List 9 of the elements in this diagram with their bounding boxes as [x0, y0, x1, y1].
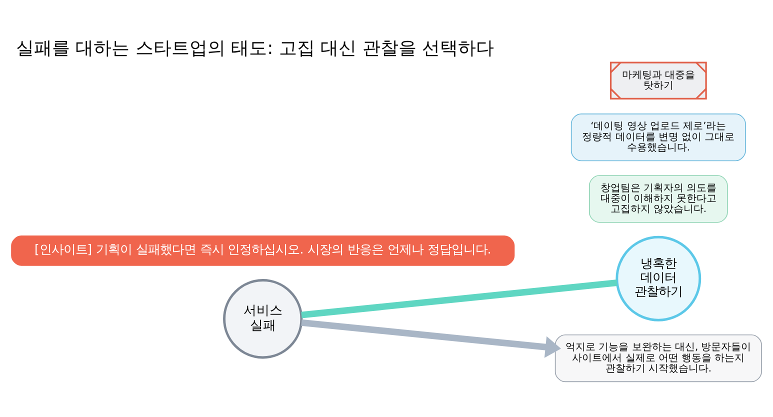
node-box: ‘데이팅 영상 업로드 제로’라는 정량적 데이터를 변명 없이 그대로 수용했습니다. — [570, 113, 746, 161]
connector — [301, 279, 618, 318]
arrow — [301, 318, 561, 358]
node-circle: 서비스 실패 — [223, 278, 303, 358]
node-circle: 냉혹한 데이터 관찰하기 — [616, 235, 702, 321]
node-box: [인사이트] 기획이 실패했다면 즉시 인정하십시오. 시장의 반응은 언제나 정답입니다. — [11, 235, 515, 266]
diagram-title: 실패를 대하는 스타트업의 태도: 고집 대신 관찰을 선택하다 — [16, 38, 494, 59]
node-box: 억지로 기능을 보완하는 대신, 방문자들이 사이트에서 실제로 어떤 행동을 하는지 관찰하기 시작했습니다. — [554, 334, 762, 382]
node-box: 창업팀은 기획자의 의도를 대중이 이해하지 못한다고 고집하지 않았습니다. — [589, 174, 728, 222]
